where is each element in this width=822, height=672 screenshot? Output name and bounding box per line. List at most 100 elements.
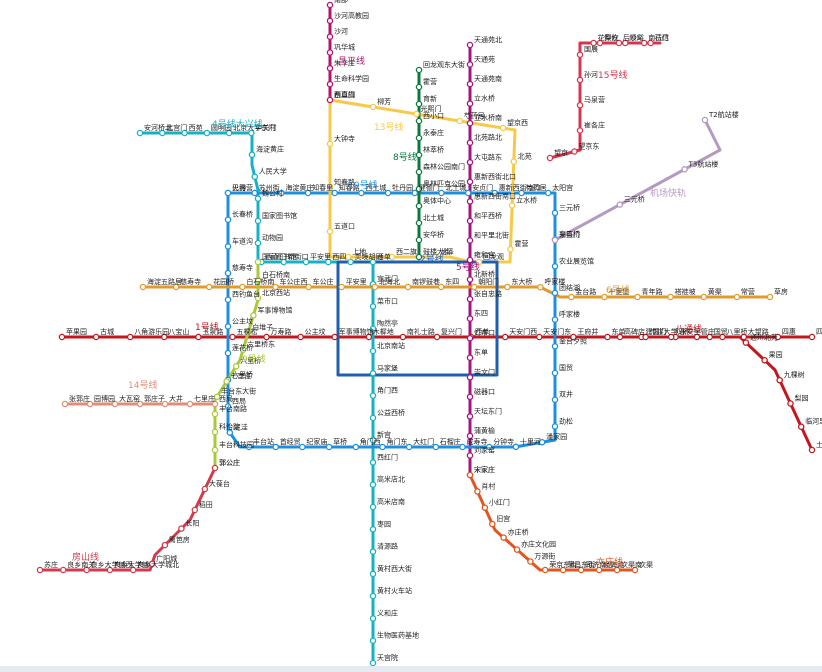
station-marker[interactable]	[415, 151, 423, 159]
station-marker[interactable]	[466, 80, 474, 88]
station-marker[interactable]	[616, 201, 624, 208]
station-marker[interactable]	[776, 376, 783, 384]
station-marker[interactable]	[466, 100, 474, 107]
station-marker[interactable]	[358, 189, 365, 197]
station-marker[interactable]	[466, 41, 474, 49]
station-marker[interactable]	[733, 293, 741, 301]
station-marker[interactable]	[344, 253, 352, 261]
station-marker[interactable]	[466, 178, 474, 186]
station-marker[interactable]	[740, 333, 748, 341]
station-marker[interactable]	[797, 423, 805, 430]
station-marker[interactable]	[491, 189, 499, 197]
station-marker[interactable]	[700, 293, 708, 301]
station-marker[interactable]	[415, 202, 423, 210]
station-marker[interactable]	[570, 333, 577, 341]
station-marker[interactable]	[325, 258, 332, 266]
station-marker[interactable]	[60, 566, 67, 574]
station-marker[interactable]	[761, 356, 768, 364]
station-marker[interactable]	[787, 400, 794, 407]
station-marker[interactable]	[537, 283, 544, 291]
station-marker[interactable]	[254, 294, 262, 302]
station-marker[interactable]	[224, 403, 232, 410]
station-marker[interactable]	[369, 303, 377, 310]
station-marker[interactable]	[510, 158, 518, 165]
station-marker[interactable]	[369, 370, 377, 377]
station-marker[interactable]	[667, 293, 674, 301]
station-marker[interactable]	[263, 333, 270, 341]
station-marker[interactable]	[136, 129, 144, 137]
station-marker[interactable]	[719, 333, 726, 341]
station-marker[interactable]	[466, 413, 474, 420]
station-marker[interactable]	[369, 570, 377, 578]
station-marker[interactable]	[622, 39, 629, 47]
station-marker[interactable]	[325, 443, 333, 451]
station-marker[interactable]	[369, 481, 377, 488]
station-marker[interactable]	[507, 245, 514, 253]
station-marker[interactable]	[642, 333, 649, 341]
station-marker[interactable]	[466, 354, 474, 361]
station-marker[interactable]	[551, 343, 559, 350]
station-marker[interactable]	[245, 443, 253, 451]
station-marker[interactable]	[647, 39, 654, 47]
station-marker[interactable]	[224, 323, 232, 330]
station-marker[interactable]	[466, 452, 474, 459]
station-marker[interactable]	[576, 101, 584, 109]
station-marker[interactable]	[701, 116, 709, 124]
station-marker[interactable]	[466, 295, 474, 303]
station-marker[interactable]	[536, 333, 543, 341]
station-marker[interactable]	[551, 369, 559, 377]
station-marker[interactable]	[551, 396, 559, 403]
station-marker[interactable]	[229, 333, 236, 341]
station-marker[interactable]	[369, 347, 377, 355]
station-marker[interactable]	[379, 443, 386, 451]
station-marker[interactable]	[347, 258, 354, 266]
station-marker[interactable]	[466, 471, 474, 479]
station-marker[interactable]	[278, 189, 285, 197]
station-marker[interactable]	[352, 443, 360, 451]
station-marker[interactable]	[413, 110, 420, 118]
station-marker[interactable]	[559, 566, 567, 574]
station-marker[interactable]	[191, 506, 199, 514]
station-marker[interactable]	[369, 503, 377, 511]
station-marker[interactable]	[369, 592, 377, 600]
station-marker[interactable]	[466, 198, 474, 205]
station-marker[interactable]	[272, 443, 279, 451]
station-marker[interactable]	[223, 378, 230, 385]
station-marker[interactable]	[508, 202, 516, 209]
station-marker[interactable]	[326, 17, 334, 25]
station-marker[interactable]	[211, 410, 219, 418]
station-marker[interactable]	[159, 129, 166, 137]
station-marker[interactable]	[706, 333, 713, 341]
station-marker[interactable]	[251, 173, 259, 180]
station-marker[interactable]	[551, 423, 559, 430]
station-marker[interactable]	[369, 637, 377, 644]
station-marker[interactable]	[513, 546, 521, 553]
station-marker[interactable]	[667, 333, 675, 341]
station-marker[interactable]	[456, 117, 463, 125]
station-marker[interactable]	[399, 333, 407, 341]
station-marker[interactable]	[466, 374, 474, 381]
station-marker[interactable]	[369, 414, 377, 422]
station-marker[interactable]	[437, 283, 445, 291]
station-marker[interactable]	[415, 117, 423, 125]
station-marker[interactable]	[504, 283, 511, 291]
station-marker[interactable]	[178, 525, 185, 532]
station-marker[interactable]	[415, 236, 423, 244]
station-marker[interactable]	[326, 1, 334, 9]
station-marker[interactable]	[369, 258, 377, 266]
station-marker[interactable]	[161, 400, 169, 408]
station-marker[interactable]	[544, 189, 552, 197]
station-marker[interactable]	[470, 283, 478, 291]
station-marker[interactable]	[541, 566, 549, 574]
station-marker[interactable]	[205, 283, 213, 291]
station-marker[interactable]	[248, 129, 255, 137]
station-marker[interactable]	[616, 333, 624, 341]
station-marker[interactable]	[595, 566, 603, 574]
station-marker[interactable]	[640, 39, 648, 47]
station-marker[interactable]	[326, 49, 334, 56]
station-marker[interactable]	[331, 333, 338, 341]
station-marker[interactable]	[551, 263, 559, 270]
station-marker[interactable]	[129, 566, 137, 574]
station-marker[interactable]	[369, 526, 377, 533]
station-marker[interactable]	[161, 333, 168, 341]
